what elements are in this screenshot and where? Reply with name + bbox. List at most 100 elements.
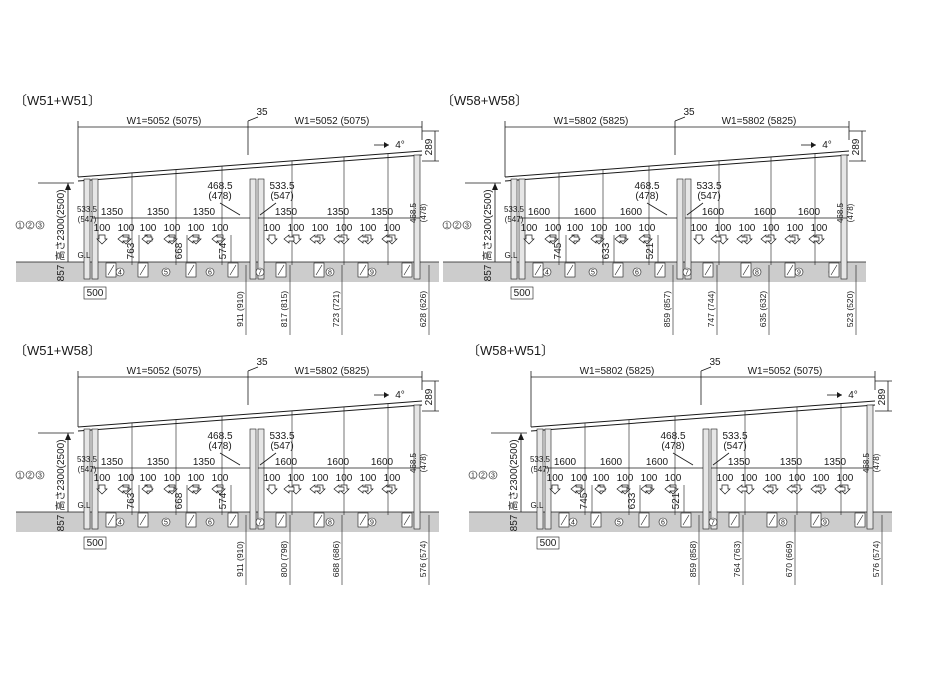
circle-number: 6	[635, 270, 639, 277]
hatch-line	[704, 264, 712, 276]
roof-line	[77, 404, 423, 432]
circle-number: 8	[328, 270, 332, 277]
support-post	[518, 178, 526, 280]
span-label: 1600	[574, 207, 597, 218]
left-height-label: 745	[553, 242, 564, 259]
gl-label: G.L	[78, 501, 91, 510]
arrow-left-icon	[614, 234, 626, 244]
support-post	[83, 428, 91, 530]
beam-step-label: 100	[591, 223, 608, 234]
dim-arrow-icon	[492, 183, 498, 190]
arrow-left-icon	[760, 234, 772, 244]
beam-step-label: 100	[188, 223, 205, 234]
mid-left-sub-label: (478)	[635, 191, 658, 202]
beam-step-label: 100	[593, 473, 610, 484]
right-height-label: 670 (669)	[784, 541, 794, 578]
hatch-line	[229, 264, 237, 276]
right-end-label: 468.5	[862, 452, 871, 473]
beam-step-label: 100	[787, 223, 804, 234]
circle-number-icon	[255, 517, 265, 527]
circle-number: 1	[445, 223, 449, 230]
hatch-line	[139, 514, 147, 526]
beam-step-label: 100	[741, 473, 758, 484]
span-label: 1600	[275, 457, 298, 468]
circle-number: 1	[471, 473, 475, 480]
beam-step-label: 100	[118, 223, 135, 234]
circle-number-icon	[161, 517, 171, 527]
beam-step-label: 100	[264, 223, 281, 234]
support-post	[413, 404, 421, 530]
support-post	[249, 178, 257, 280]
ground-band	[469, 512, 892, 532]
leader-line	[219, 452, 241, 466]
beam-step-label: 100	[188, 473, 205, 484]
leader-line	[259, 452, 277, 466]
circle-number: 7	[258, 520, 262, 527]
hatch-line	[560, 514, 568, 526]
ground-band	[16, 262, 439, 282]
mid-right-label: 533.5	[269, 431, 294, 442]
right-height-label: 800 (798)	[279, 541, 289, 578]
beam-step-label: 100	[288, 223, 305, 234]
span-label: 1600	[702, 207, 725, 218]
left-end-sub-label: (547)	[78, 465, 97, 474]
span-label: 1350	[275, 207, 298, 218]
mid-left-sub-label: (478)	[208, 441, 231, 452]
beam-step-label: 100	[715, 223, 732, 234]
support-post	[866, 404, 874, 530]
circle-number: 5	[164, 270, 168, 277]
dim-arrow-icon	[65, 433, 71, 440]
slope-arrow-icon	[811, 142, 816, 148]
arrow-left-icon	[640, 484, 652, 494]
slope-arrow-icon	[384, 392, 389, 398]
mid-right-sub-label: (547)	[723, 441, 746, 452]
arrow-left-icon	[736, 484, 748, 494]
beam-step-label: 100	[312, 223, 329, 234]
leader-line	[672, 452, 694, 466]
beam-step-label: 100	[164, 223, 181, 234]
arrow-left-icon	[357, 484, 369, 494]
right-height-label: 628 (626)	[418, 291, 428, 328]
post-base-label: 500	[540, 538, 557, 549]
circle-number-icon	[468, 470, 478, 480]
hatch-line	[566, 264, 574, 276]
height-label: 高さ2300(2500)	[507, 439, 520, 510]
beam-step-label: 100	[789, 473, 806, 484]
gl-label: G.L	[505, 251, 518, 260]
arrow-left-icon	[664, 484, 676, 494]
circle-number-icon	[255, 267, 265, 277]
ground-depth-label: 857	[509, 514, 520, 531]
support-post	[676, 178, 684, 280]
hatch-line	[830, 264, 838, 276]
leader-line	[712, 452, 730, 466]
circle-number: 4	[118, 270, 122, 277]
arrow-left-icon	[211, 234, 223, 244]
beam-step-label: 100	[384, 223, 401, 234]
hatch-line	[315, 264, 323, 276]
beam-step-label: 100	[360, 473, 377, 484]
left-end-label: 533.5	[530, 455, 551, 464]
right-height-label: 576 (574)	[871, 541, 881, 578]
circle-number-icon	[161, 267, 171, 277]
beam-step-label: 100	[641, 473, 658, 484]
arrow-left-icon	[616, 484, 628, 494]
arrow-left-icon	[211, 484, 223, 494]
roof-line	[530, 400, 876, 428]
post-base-box	[83, 286, 107, 300]
circle-number-icon	[25, 470, 35, 480]
span-label: 1350	[101, 457, 124, 468]
beam-step-label: 100	[813, 473, 830, 484]
beam-step-label: 100	[118, 473, 135, 484]
arrow-left-icon	[762, 484, 774, 494]
beam-step-label: 100	[288, 473, 305, 484]
hatch-line	[359, 264, 367, 276]
span-label: 1600	[620, 207, 643, 218]
beam-step-label: 100	[94, 473, 111, 484]
right-end-sub-label: (478)	[846, 203, 855, 222]
roof-line	[530, 404, 876, 432]
ground-depth-label: 857	[56, 264, 67, 281]
arrow-left-icon	[834, 484, 846, 494]
beam-step-label: 100	[336, 473, 353, 484]
left-end-sub-label: (547)	[505, 215, 524, 224]
arrow-left-icon	[333, 484, 345, 494]
